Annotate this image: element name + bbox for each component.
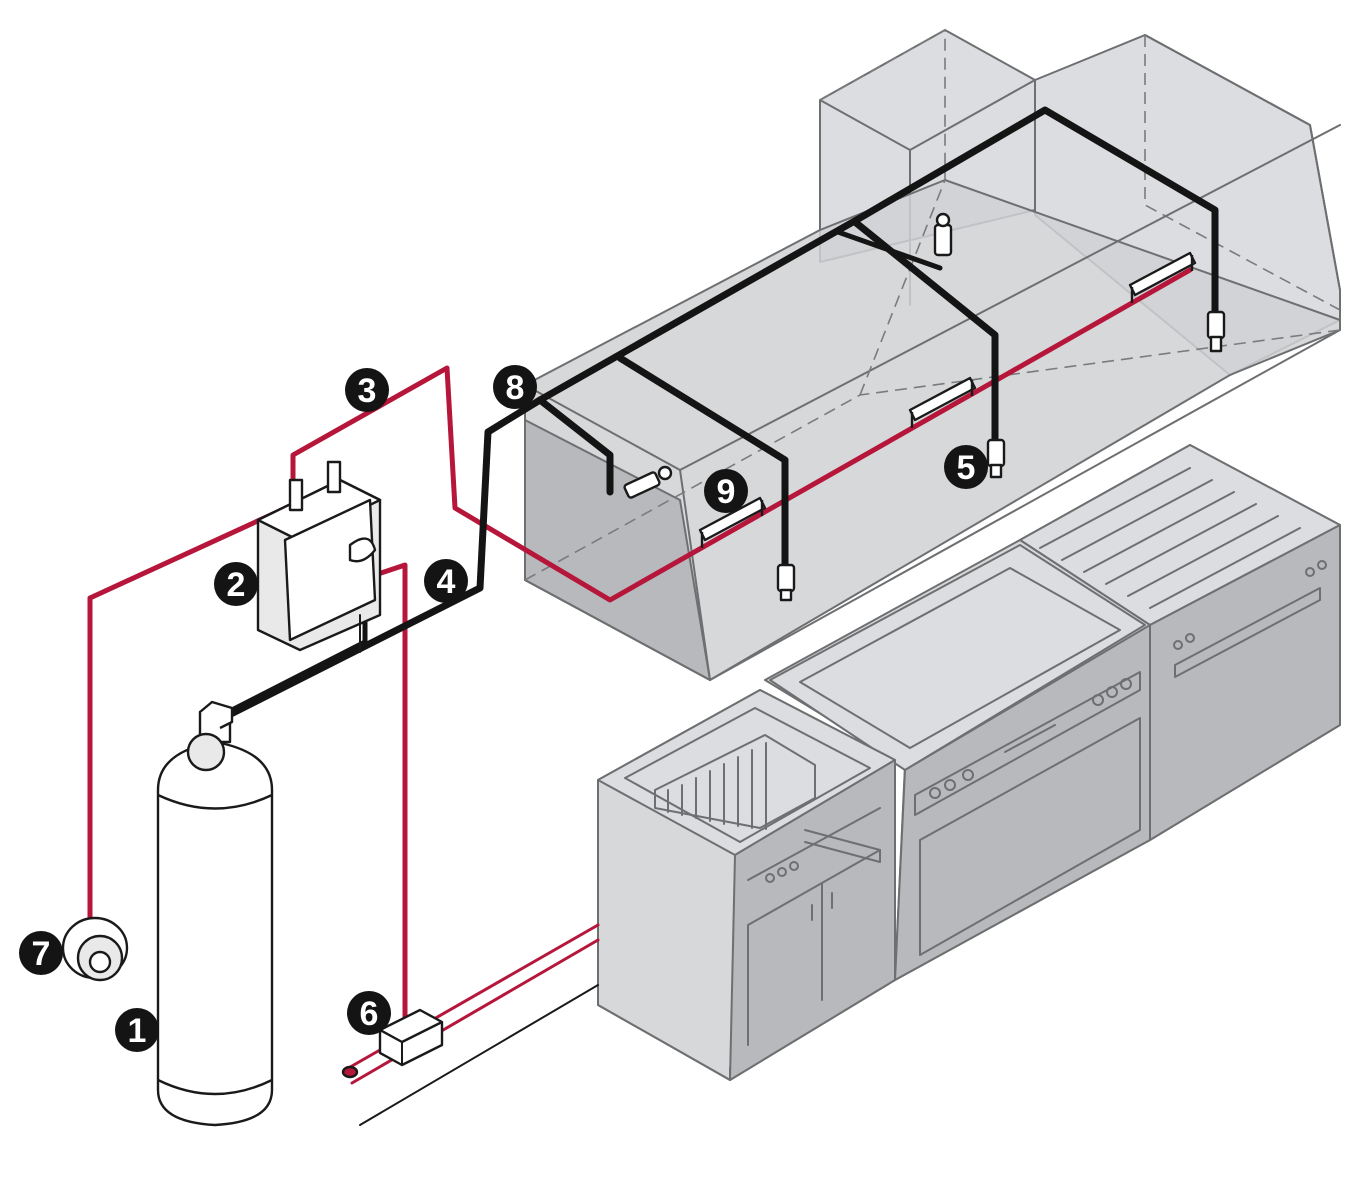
range-right: [1019, 444, 1341, 841]
callout-2-label: 2: [227, 566, 246, 604]
callout-7: 7: [19, 931, 63, 975]
plenum-nozzle: [623, 465, 673, 499]
discharge-nozzles: [623, 212, 1226, 602]
fryer: [597, 689, 896, 1081]
nozzle-1: [776, 563, 796, 602]
exhaust-hood: [524, 28, 1341, 681]
detector-3: [1128, 251, 1197, 303]
detection-line: [87, 267, 1193, 1085]
control-panel: [256, 460, 382, 653]
callout-5: 5: [944, 445, 988, 489]
nozzle-2: [986, 438, 1006, 479]
detector-2: [908, 376, 977, 428]
callout-8-label: 8: [506, 369, 525, 407]
duct-nozzle: [933, 212, 953, 257]
callout-4-label: 4: [437, 563, 456, 601]
callout-9-label: 9: [717, 473, 736, 511]
remote-pull-station: [61, 916, 129, 982]
detector-1: [698, 496, 767, 548]
callout-5-label: 5: [957, 449, 976, 487]
callout-7-label: 7: [32, 935, 51, 973]
callout-6: 6: [347, 991, 391, 1035]
griddle: [764, 539, 1151, 981]
callout-2: 2: [214, 562, 258, 606]
callout-8: 8: [493, 365, 537, 409]
callout-3-label: 3: [358, 372, 377, 410]
gas-shutoff-valve: [341, 1008, 444, 1079]
callout-6-label: 6: [360, 995, 379, 1033]
cooking-appliances: [597, 444, 1341, 1081]
floor-line: [359, 984, 599, 1126]
hood-canopy: [524, 124, 1341, 681]
callout-1-label: 1: [128, 1012, 147, 1050]
callout-1: 1: [115, 1008, 159, 1052]
callout-9: 9: [704, 469, 748, 513]
callout-4: 4: [424, 559, 468, 603]
callout-3: 3: [345, 368, 389, 412]
agent-cylinder: [156, 700, 274, 1127]
fusible-link-detectors: [698, 251, 1197, 548]
nozzle-3: [1206, 310, 1226, 353]
